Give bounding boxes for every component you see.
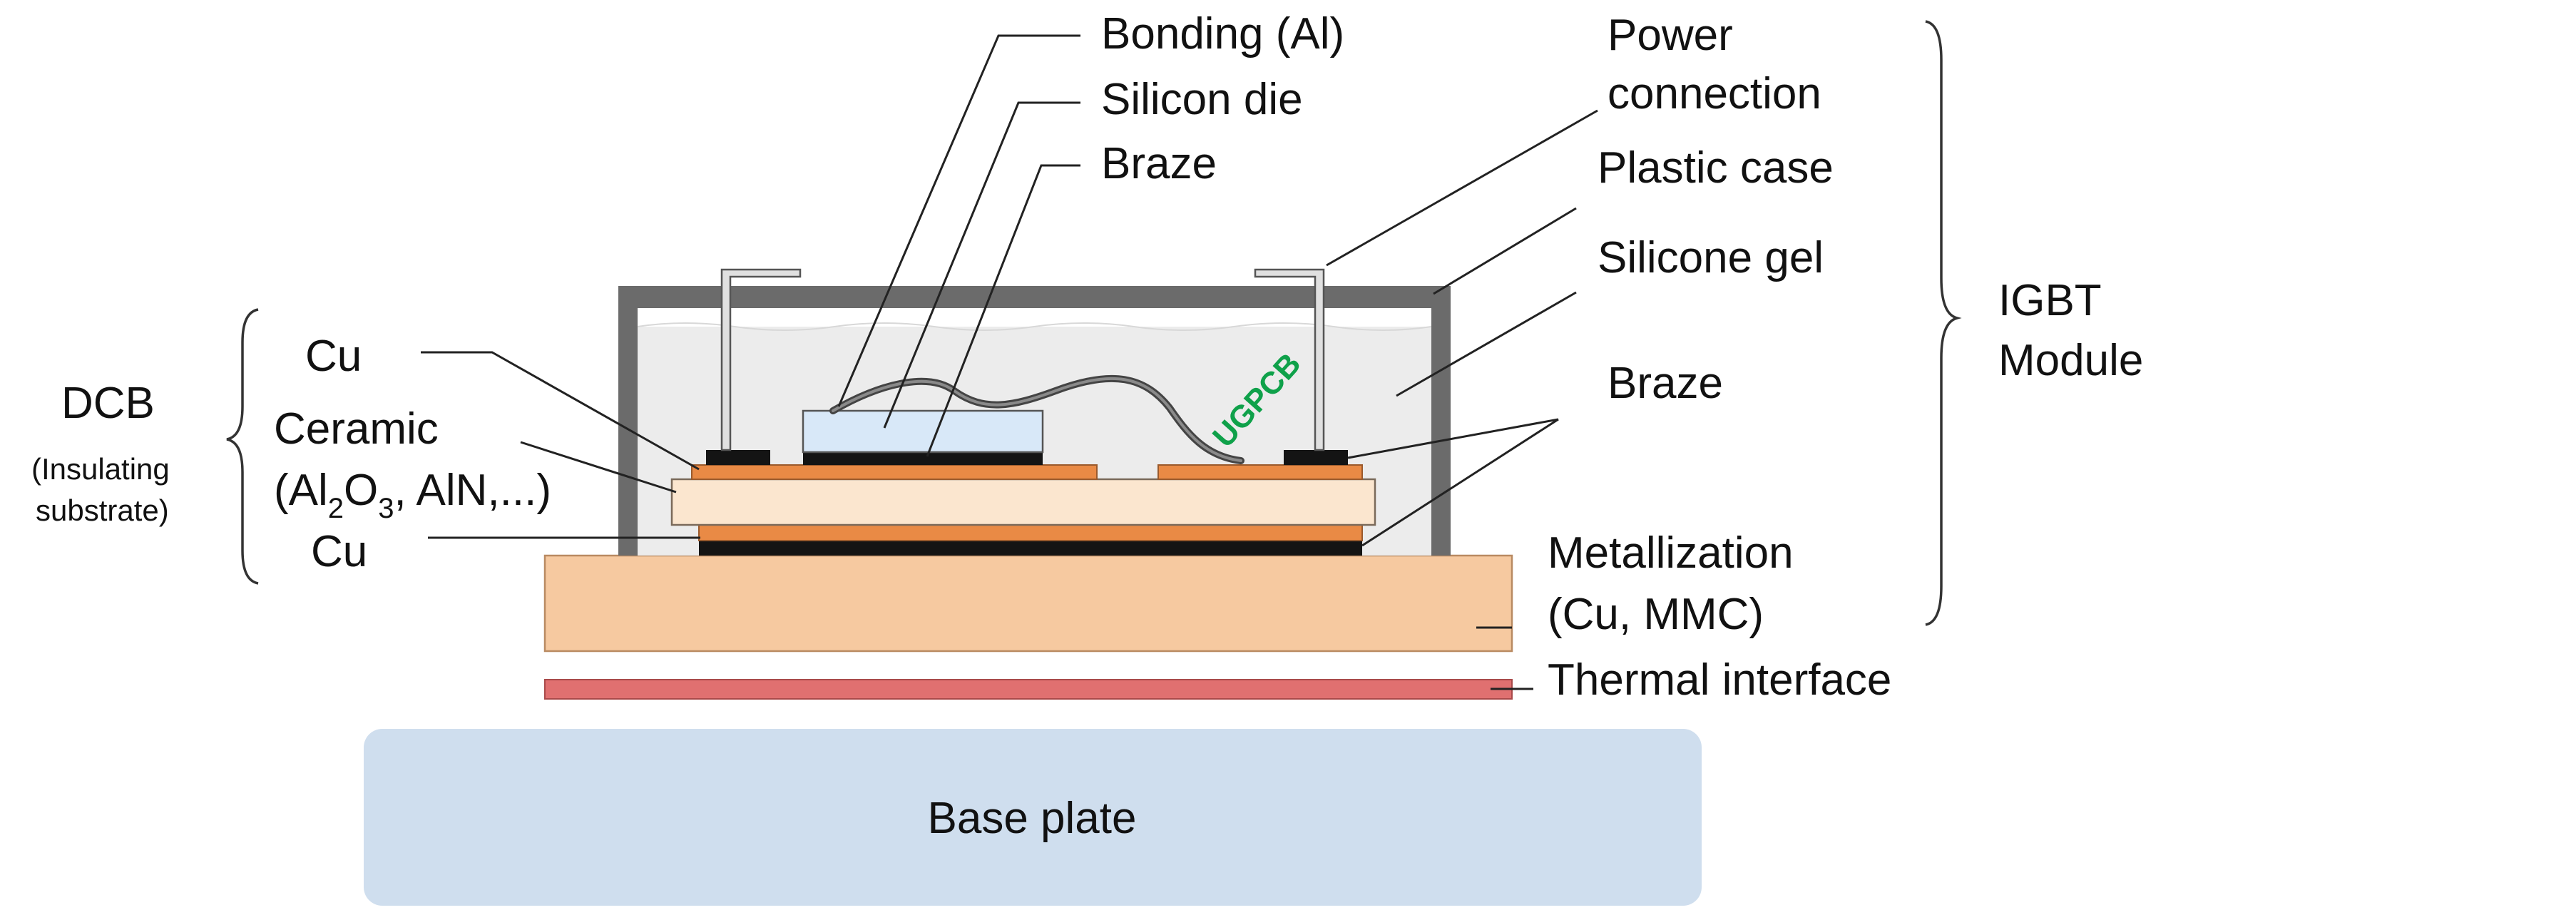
label-igbt-line2: Module	[1998, 336, 2143, 385]
formula-part-rest: , AlN,...)	[394, 466, 551, 515]
label-cu-bottom: Cu	[311, 527, 367, 576]
ceramic-layer	[670, 478, 1376, 526]
leader-silicone-gel	[1396, 291, 1577, 397]
label-braze-top: Braze	[1101, 139, 1217, 188]
label-plastic-case: Plastic case	[1598, 143, 1834, 193]
label-cu-top: Cu	[305, 332, 362, 381]
label-power-line2: connection	[1608, 69, 1821, 118]
leader-power	[1326, 109, 1598, 267]
label-silicon-die: Silicon die	[1101, 75, 1303, 124]
cu-bottom-layer	[698, 524, 1363, 541]
base-plate	[364, 729, 1702, 906]
label-ceramic: Ceramic	[274, 404, 439, 454]
formula-sub-2: 2	[328, 493, 344, 524]
formula-part-o: O	[344, 466, 378, 515]
label-insulating-line2: substrate)	[36, 494, 169, 527]
base-plate-label: Base plate	[928, 794, 1137, 843]
label-silicone-gel: Silicone gel	[1598, 233, 1824, 282]
leader-ceramic	[520, 441, 677, 494]
leader-braze-right-b	[1361, 418, 1559, 547]
brace-dcb	[226, 308, 259, 585]
label-insulating-line1: (Insulating	[31, 452, 170, 486]
label-metallization-line1: Metallization	[1548, 528, 1794, 578]
power-terminal-left	[720, 268, 802, 451]
power-terminal-right	[1254, 268, 1325, 451]
label-ceramic-formula: (Al2O3, AlN,...)	[274, 466, 551, 524]
leader-braze-top	[926, 164, 1080, 457]
leader-cu-top	[421, 351, 700, 471]
gel-surface	[637, 322, 1432, 331]
label-igbt-line1: IGBT	[1998, 276, 2102, 325]
leader-silicon-die	[883, 101, 1080, 429]
terminal-braze-left	[706, 450, 770, 465]
label-metallization-line2: (Cu, MMC)	[1548, 590, 1764, 639]
cu-top-pad-right	[1157, 464, 1363, 480]
metallization-layer	[543, 554, 1513, 653]
leader-plastic-case	[1433, 207, 1577, 295]
leader-braze-right-a	[1347, 418, 1559, 459]
terminal-braze-right	[1284, 450, 1348, 465]
formula-sub-3: 3	[378, 493, 394, 524]
cu-top-pad-left	[691, 464, 1098, 480]
label-thermal-interface: Thermal interface	[1548, 655, 1891, 705]
brace-igbt-module	[1925, 20, 1962, 626]
silicon-die	[802, 409, 1044, 454]
label-bonding: Bonding (Al)	[1101, 9, 1344, 58]
die-braze	[803, 452, 1043, 465]
label-dcb: DCB	[61, 379, 155, 428]
formula-part-al: (Al	[274, 466, 328, 515]
leader-bonding	[837, 34, 1080, 407]
thermal-interface-layer	[544, 679, 1513, 700]
braze-layer-lower	[699, 541, 1362, 556]
bonding-wire-core	[832, 377, 1242, 462]
label-power-line1: Power	[1608, 11, 1733, 60]
label-braze-right: Braze	[1608, 359, 1723, 408]
